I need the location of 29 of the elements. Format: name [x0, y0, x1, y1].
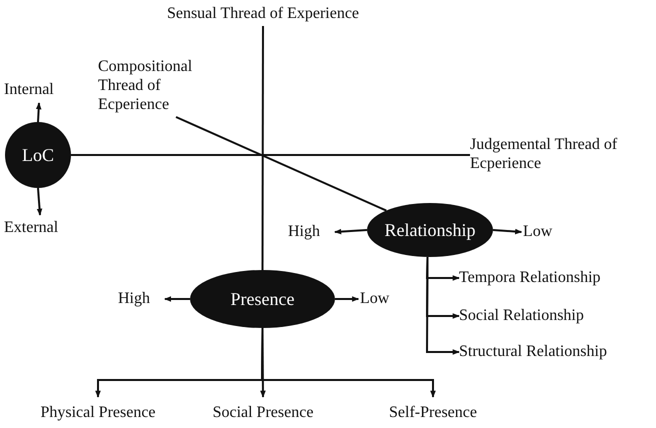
concept-ellipse: Relationship	[367, 203, 493, 257]
label-text: Internal	[4, 80, 74, 100]
label-text: Social Relationship	[459, 306, 639, 326]
arrow	[335, 296, 360, 302]
arrow	[261, 328, 436, 398]
label-text: Low	[360, 289, 400, 309]
label-text: External	[4, 218, 76, 238]
label-text: High	[288, 222, 334, 242]
label-text: Structural Relationship	[459, 342, 649, 362]
label-text: Sensual Thread of Experience	[143, 4, 383, 26]
arrow	[36, 102, 42, 122]
label-text: Compositional Thread of Ecperience	[98, 57, 228, 117]
label-text: Judgemental Thread of Ecperience	[470, 135, 655, 175]
concept-ellipse: Presence	[190, 270, 335, 328]
arrow	[36, 188, 42, 216]
connector-line	[262, 26, 264, 270]
label-text: Low	[523, 222, 563, 242]
label-text: Tempora Relationship	[459, 268, 649, 288]
connector-line	[176, 116, 387, 212]
connector-line	[71, 154, 470, 156]
label-text: High	[118, 289, 164, 309]
arrow	[164, 296, 190, 302]
label-text: Social Presence	[188, 403, 338, 423]
arrow	[426, 257, 460, 355]
label-text: Physical Presence	[18, 403, 178, 423]
label-text: Self-Presence	[373, 403, 493, 423]
concept-circle: LoC	[5, 122, 71, 188]
arrow	[334, 228, 368, 234]
arrow	[492, 228, 522, 234]
